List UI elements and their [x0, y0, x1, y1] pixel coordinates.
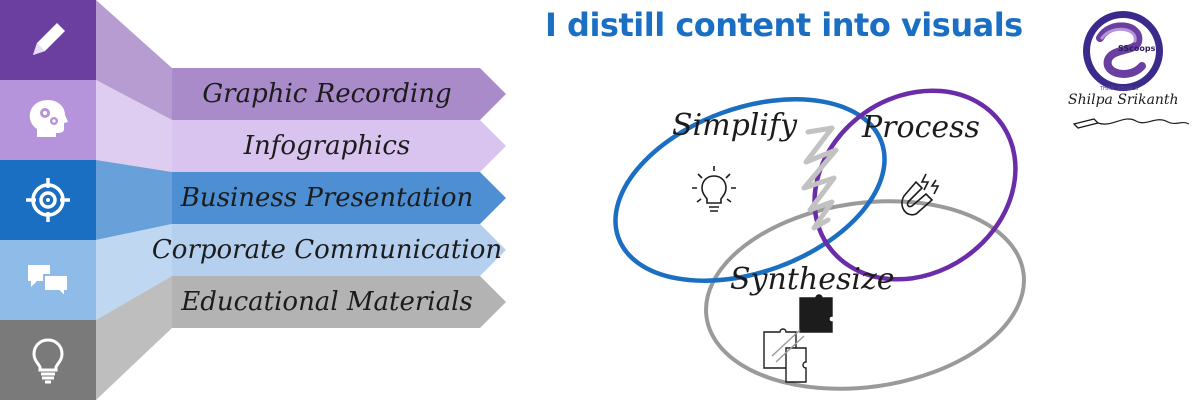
logo-tagline: THINK VISUALS	[1100, 86, 1139, 92]
ribbon-fold-infographics	[96, 80, 172, 172]
headline: I distill content into visuals	[545, 6, 1023, 44]
ribbon-label-business-presentation: Business Presentation	[180, 183, 474, 213]
target-icon	[26, 178, 70, 222]
ribbon-arrow-corporate-communication	[172, 224, 506, 276]
head-gears-icon	[29, 100, 68, 137]
ribbon-label-corporate-communication: Corporate Communication	[151, 235, 503, 265]
brand-logo: SScoops THINK VISUALS Shilpa Srikanth	[1060, 4, 1200, 134]
logo-brand: SScoops	[1118, 44, 1156, 53]
ribbon-bands	[96, 0, 506, 400]
process-magnet-icon	[901, 173, 940, 216]
ribbon-fold-corporate-communication	[96, 224, 172, 320]
synthesize-ring	[704, 199, 1026, 391]
venn-diagram	[613, 88, 1026, 391]
simplify-ring	[613, 97, 887, 283]
tile-chat-bubbles	[0, 240, 96, 320]
lightbulb-icon	[32, 338, 64, 384]
ribbon-arrow-graphic-recording	[172, 68, 506, 120]
venn-label-synthesize: Synthesize	[730, 262, 895, 297]
ribbon-arrow-business-presentation	[172, 172, 506, 224]
pencil-icon	[33, 23, 65, 55]
venn-label-process: Process	[862, 110, 980, 145]
tile-lightbulb	[0, 320, 96, 400]
tile-target	[0, 160, 96, 240]
ribbon-label-graphic-recording: Graphic Recording	[202, 79, 452, 109]
sscoops-logo-icon	[1083, 11, 1163, 91]
pen-signature-icon	[1072, 118, 1190, 129]
ribbon-label-educational-materials: Educational Materials	[181, 287, 473, 317]
ribbon-fold-educational-materials	[96, 276, 172, 400]
venn-label-simplify: Simplify	[672, 108, 798, 143]
tile-pencil	[0, 0, 96, 80]
logo-name: Shilpa Srikanth	[1068, 92, 1179, 108]
overlap-hatch	[801, 125, 839, 231]
ribbon-label-infographics: Infographics	[243, 131, 411, 161]
icon-tiles-column	[0, 0, 96, 400]
process-ring	[812, 88, 1018, 282]
ribbon-arrow-educational-materials	[172, 276, 506, 328]
synthesize-puzzle-icon	[763, 294, 833, 383]
ribbon-arrow-infographics	[172, 120, 506, 172]
tile-head-gears	[0, 80, 96, 160]
ribbon-fold-business-presentation	[96, 160, 172, 240]
simplify-bulb-icon	[692, 166, 736, 212]
chat-bubbles-icon	[28, 265, 69, 300]
